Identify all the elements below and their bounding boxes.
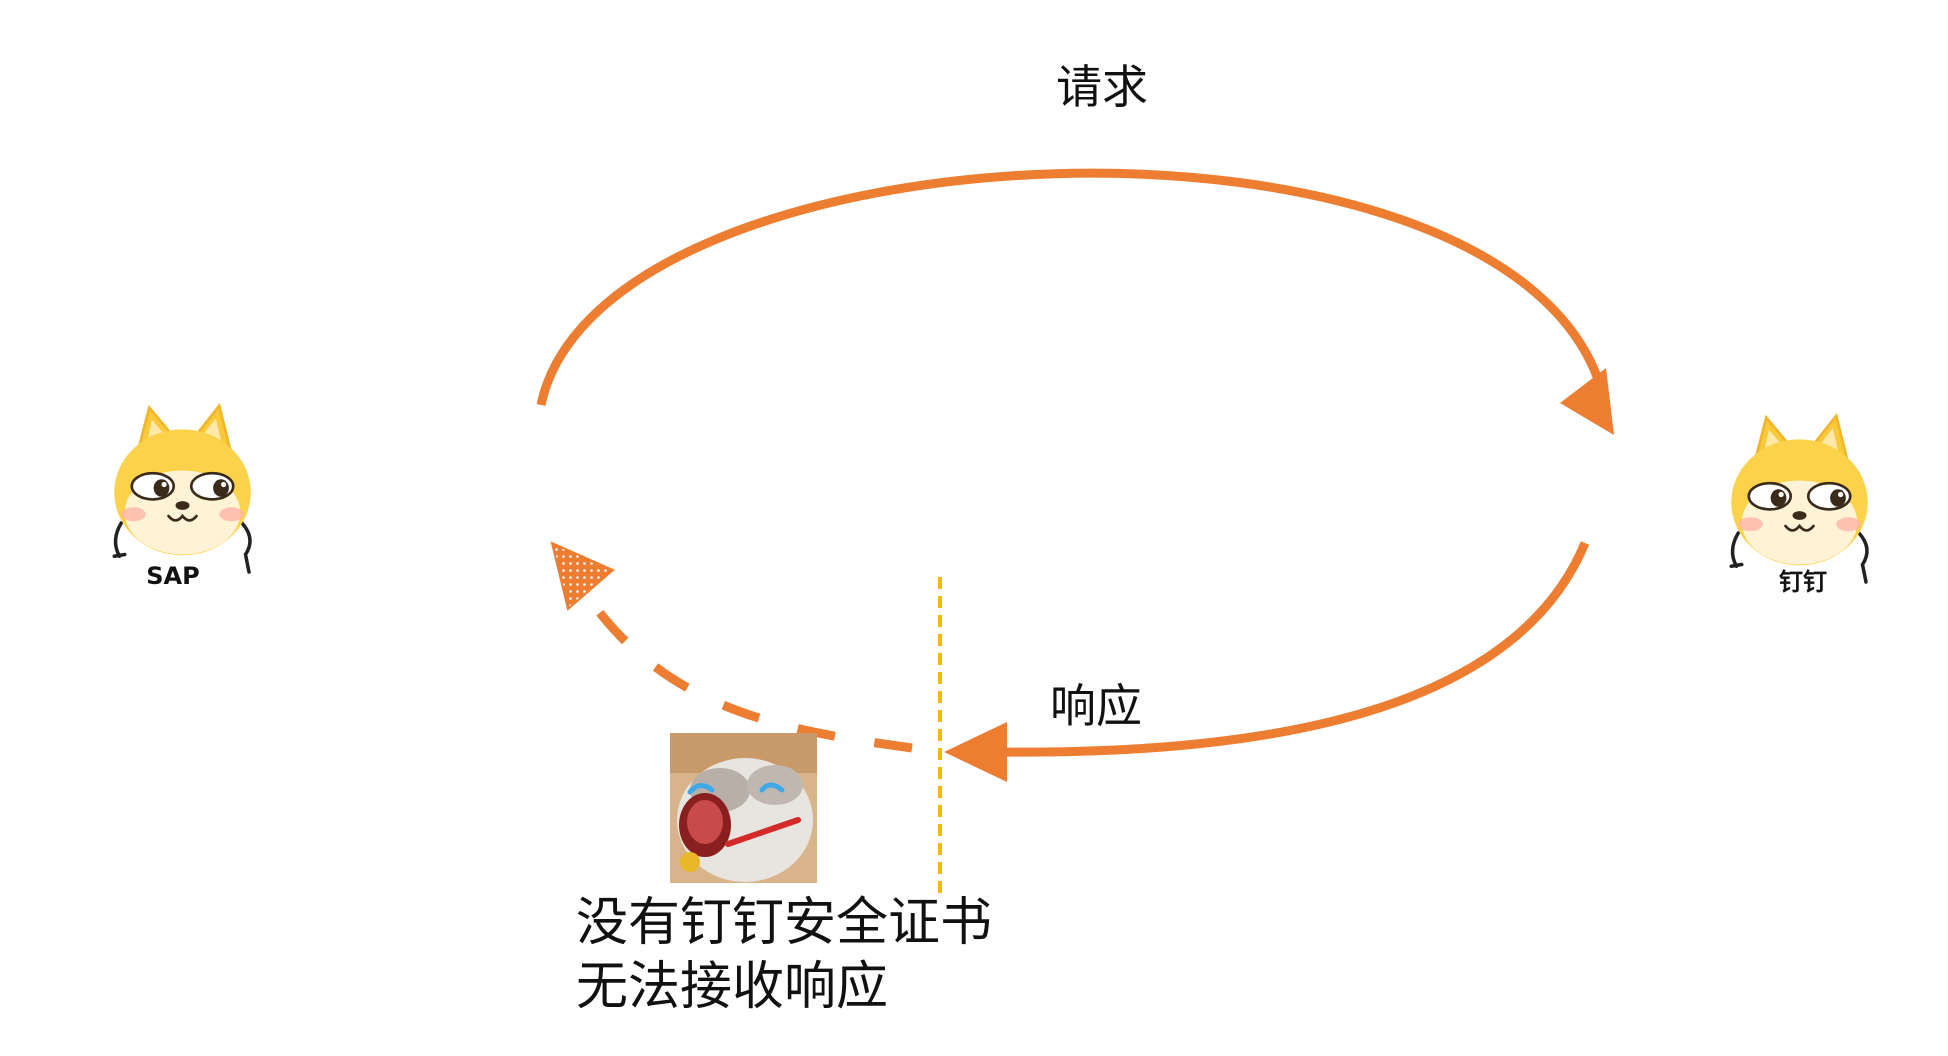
dingtalk-label: 钉钉 xyxy=(1779,568,1827,596)
caption-line-1: 没有钉钉安全证书 xyxy=(576,893,992,953)
blocked-arrowhead xyxy=(550,541,615,611)
blocked-response-arrow xyxy=(550,541,913,753)
request-arrow xyxy=(536,168,1614,435)
shiba-mascot-icon xyxy=(112,403,253,574)
response-arrowhead xyxy=(944,722,1007,782)
dingtalk-node: 钉钉 xyxy=(1729,413,1870,596)
sap-node: SAP xyxy=(112,403,253,590)
sap-label: SAP xyxy=(146,562,199,590)
request-label: 请求 xyxy=(1056,60,1148,114)
response-label: 响应 xyxy=(1050,679,1142,733)
shiba-mascot-icon xyxy=(1729,413,1870,584)
request-arrowhead xyxy=(1560,368,1614,435)
caption-line-2: 无法接收响应 xyxy=(576,957,888,1017)
response-arrow xyxy=(944,541,1590,782)
crying-cat-icon xyxy=(670,733,817,883)
